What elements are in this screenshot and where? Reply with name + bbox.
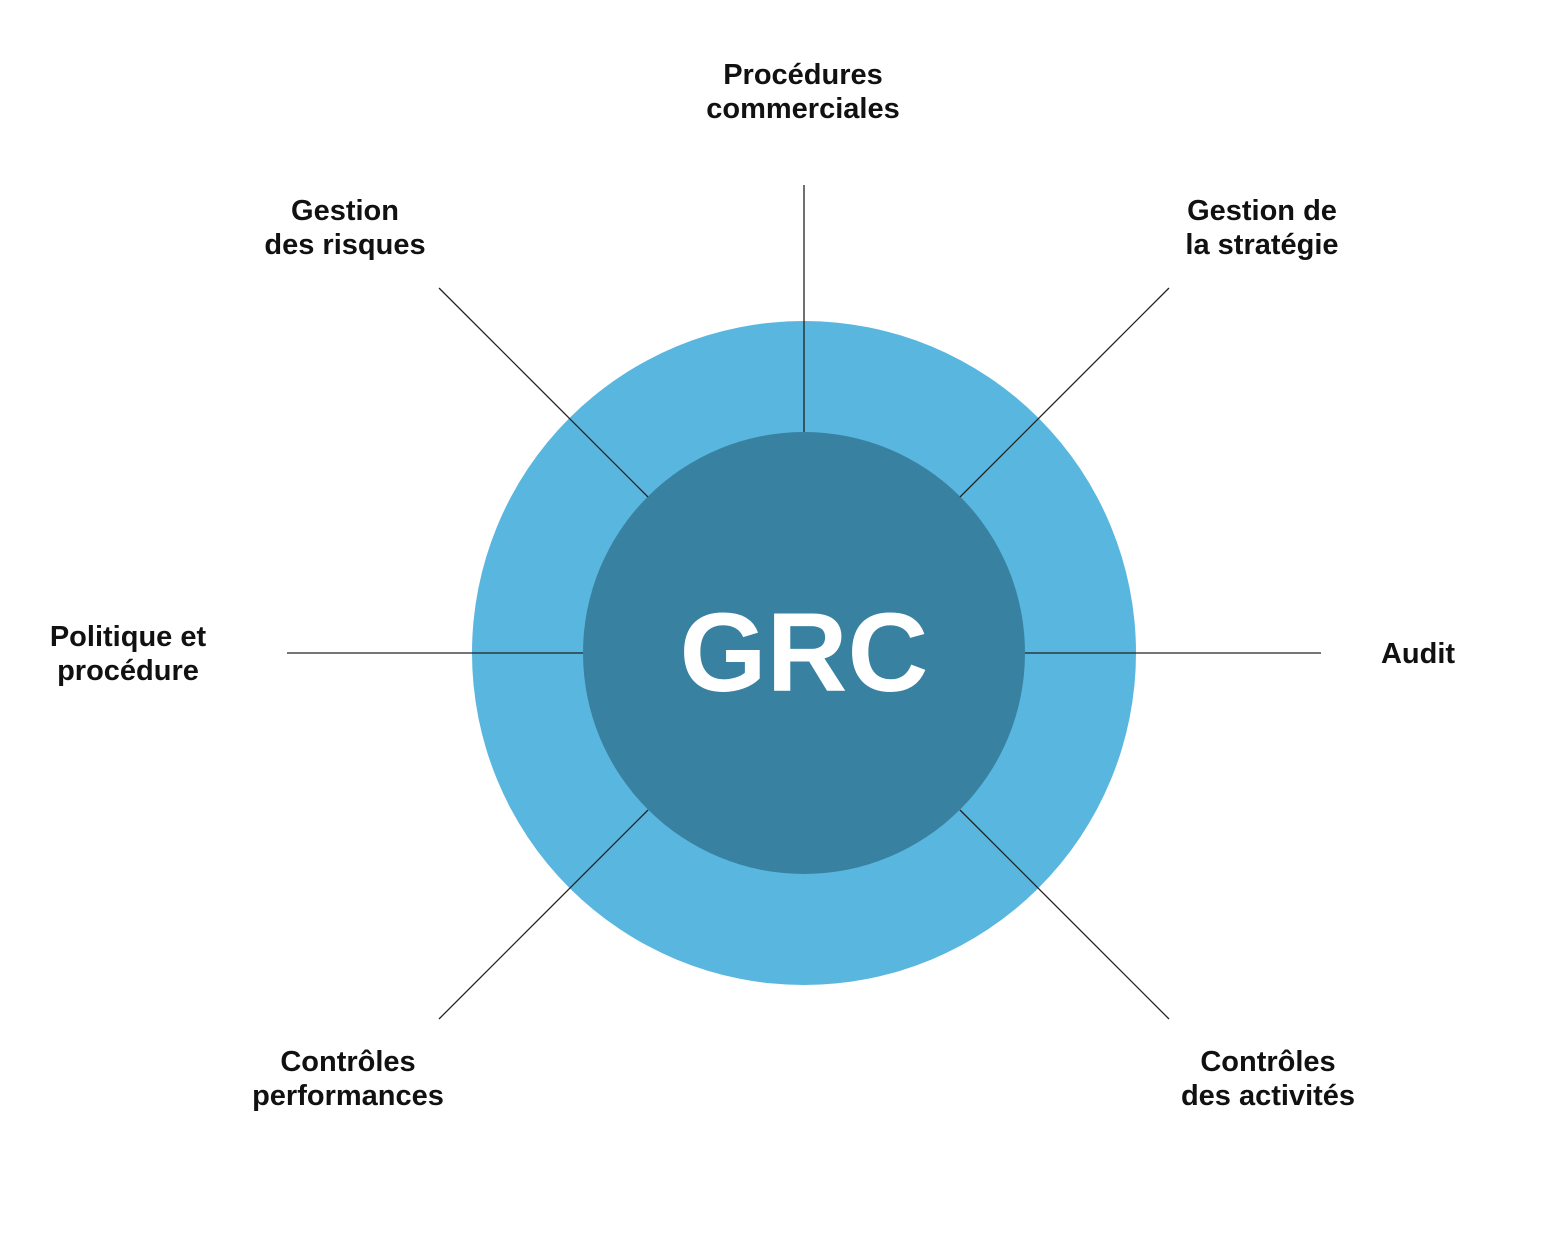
label-politique-et-procedure: Politique et procédure xyxy=(49,621,207,687)
connector-bottom-right xyxy=(959,809,1170,1020)
label-controles-des-activites: Contrôles des activités xyxy=(1180,1046,1356,1112)
label-gestion-des-risques: Gestion des risques xyxy=(264,195,426,261)
connector-top-right xyxy=(959,287,1170,498)
label-procedures-commerciales: Procédures commerciales xyxy=(706,59,900,125)
inner-circle xyxy=(583,432,1025,874)
label-gestion-de-la-strategie: Gestion de la stratégie xyxy=(1185,195,1339,261)
label-controles-performances: Contrôles performances xyxy=(252,1046,444,1112)
center-label: GRC xyxy=(679,590,929,715)
label-audit: Audit xyxy=(1380,638,1456,670)
connector-bottom-left xyxy=(438,809,649,1020)
connector-top-left xyxy=(438,287,649,498)
